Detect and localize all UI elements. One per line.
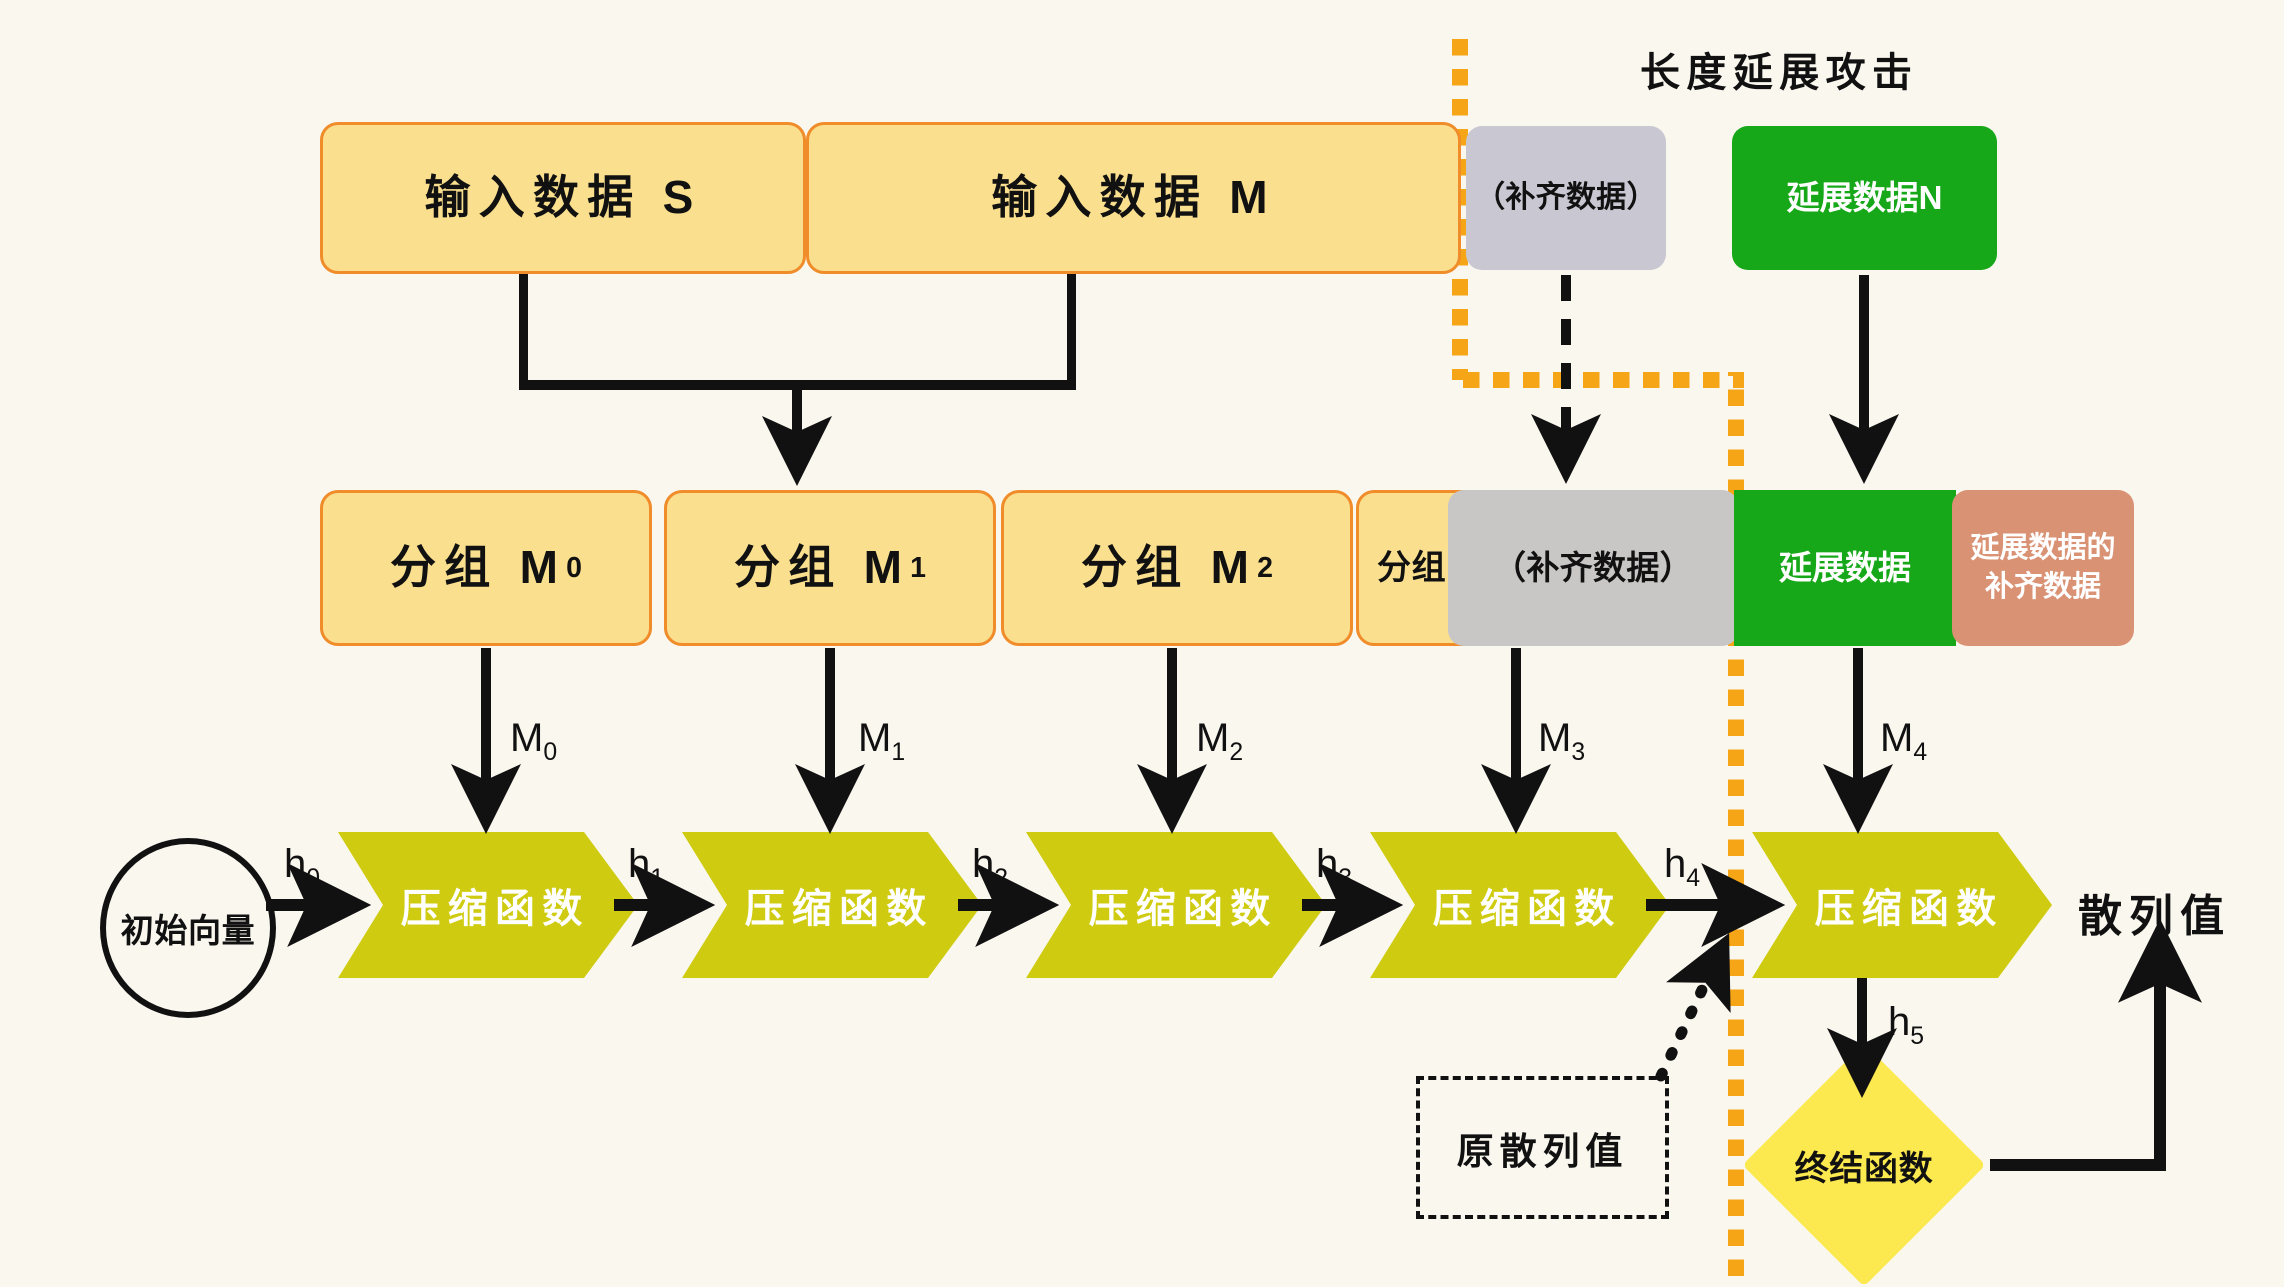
block-feed-label-m2: M2 [1196,716,1243,767]
original-hash-box: 原散列值 [1416,1076,1669,1219]
hash-output-arrow [1990,918,2202,1171]
block-m0-sub: 0 [566,551,583,584]
chain-label-h0-text: h [284,842,307,886]
block-feed-label-m0: M0 [510,716,557,767]
block-m1-label: 分组 M [733,541,911,594]
block-feed-label-m1-sub: 1 [891,739,906,766]
input-padding-box: （补齐数据） [1466,126,1666,270]
compression-function-3: 压缩函数 [1026,832,1326,978]
block-feed-label-m3-text: M [1538,716,1572,760]
compression-function-5: 压缩函数 [1752,832,2052,978]
finalize-input-label: h5 [1888,1000,1924,1051]
block-feed-label-m4-text: M [1880,716,1914,760]
chain-label-h2: h2 [972,842,1008,893]
chain-label-h4: h4 [1664,842,1700,893]
input-extension-box: 延展数据N [1732,126,1997,270]
chain-label-h0-sub: 0 [306,865,321,892]
block-m1-sub: 1 [910,551,927,584]
block-feed-label-m3-sub: 3 [1571,739,1586,766]
hash-value-label: 散列值 [2078,892,2232,941]
original-hash-injection-arrow [1655,933,1731,1082]
block-feed-label-m1-text: M [858,716,892,760]
chain-label-h1: h1 [628,842,664,893]
chain-label-h3-text: h [1316,842,1339,886]
merge-stem-left [519,274,528,387]
block-m0-label: 分组 M [389,541,567,594]
merge-crossbar [519,380,1076,390]
merge-stem-right [1067,274,1076,387]
compression-function-1: 压缩函数 [338,832,638,978]
block-m2-label: 分组 M [1080,541,1258,594]
block-extension-padding-line2: 补齐数据 [1984,571,2101,603]
block-feed-label-m3: M3 [1538,716,1585,767]
block-feed-label-m2-sub: 2 [1229,739,1244,766]
input-secret-box: 输入数据 S [320,122,806,274]
chain-label-h3: h3 [1316,842,1352,893]
block-feed-label-m4-sub: 4 [1913,739,1928,766]
block-m2-sub: 2 [1257,551,1274,584]
block-extension-box: 延展数据 [1734,490,1956,646]
block-feed-label-m4: M4 [1880,716,1927,767]
block-extension-padding-box: 延展数据的 补齐数据 [1952,490,2134,646]
initial-vector-circle: 初始向量 [100,838,276,1018]
finalize-input-label-text: h [1888,1000,1911,1044]
attack-boundary-segment-horizontal [1452,372,1744,388]
chain-label-h2-text: h [972,842,995,886]
input-message-box: 输入数据 M [806,122,1461,274]
chain-label-h1-sub: 1 [650,865,665,892]
finalize-function-node: 终结函数 [1740,1043,1988,1287]
chain-label-h0: h0 [284,842,320,893]
block-extension-padding-line1: 延展数据的 [1970,531,2116,564]
chain-label-h1-text: h [628,842,651,886]
compression-function-4: 压缩函数 [1370,832,1670,978]
finalize-input-label-sub: 5 [1910,1023,1925,1050]
block-feed-label-m0-text: M [510,716,544,760]
chain-label-h3-sub: 3 [1338,865,1353,892]
compression-function-2: 压缩函数 [682,832,982,978]
chain-label-h4-text: h [1664,842,1687,886]
chain-label-h4-sub: 4 [1686,865,1701,892]
block-padding-box: （补齐数据） [1448,490,1738,646]
diagram-title: 长度延展攻击 [1640,51,1919,95]
block-feed-label-m0-sub: 0 [543,739,558,766]
block-feed-label-m2-text: M [1196,716,1230,760]
block-feed-label-m1: M1 [858,716,905,767]
chain-label-h2-sub: 2 [994,865,1009,892]
finalize-function-label: 终结函数 [1794,1149,1934,1188]
